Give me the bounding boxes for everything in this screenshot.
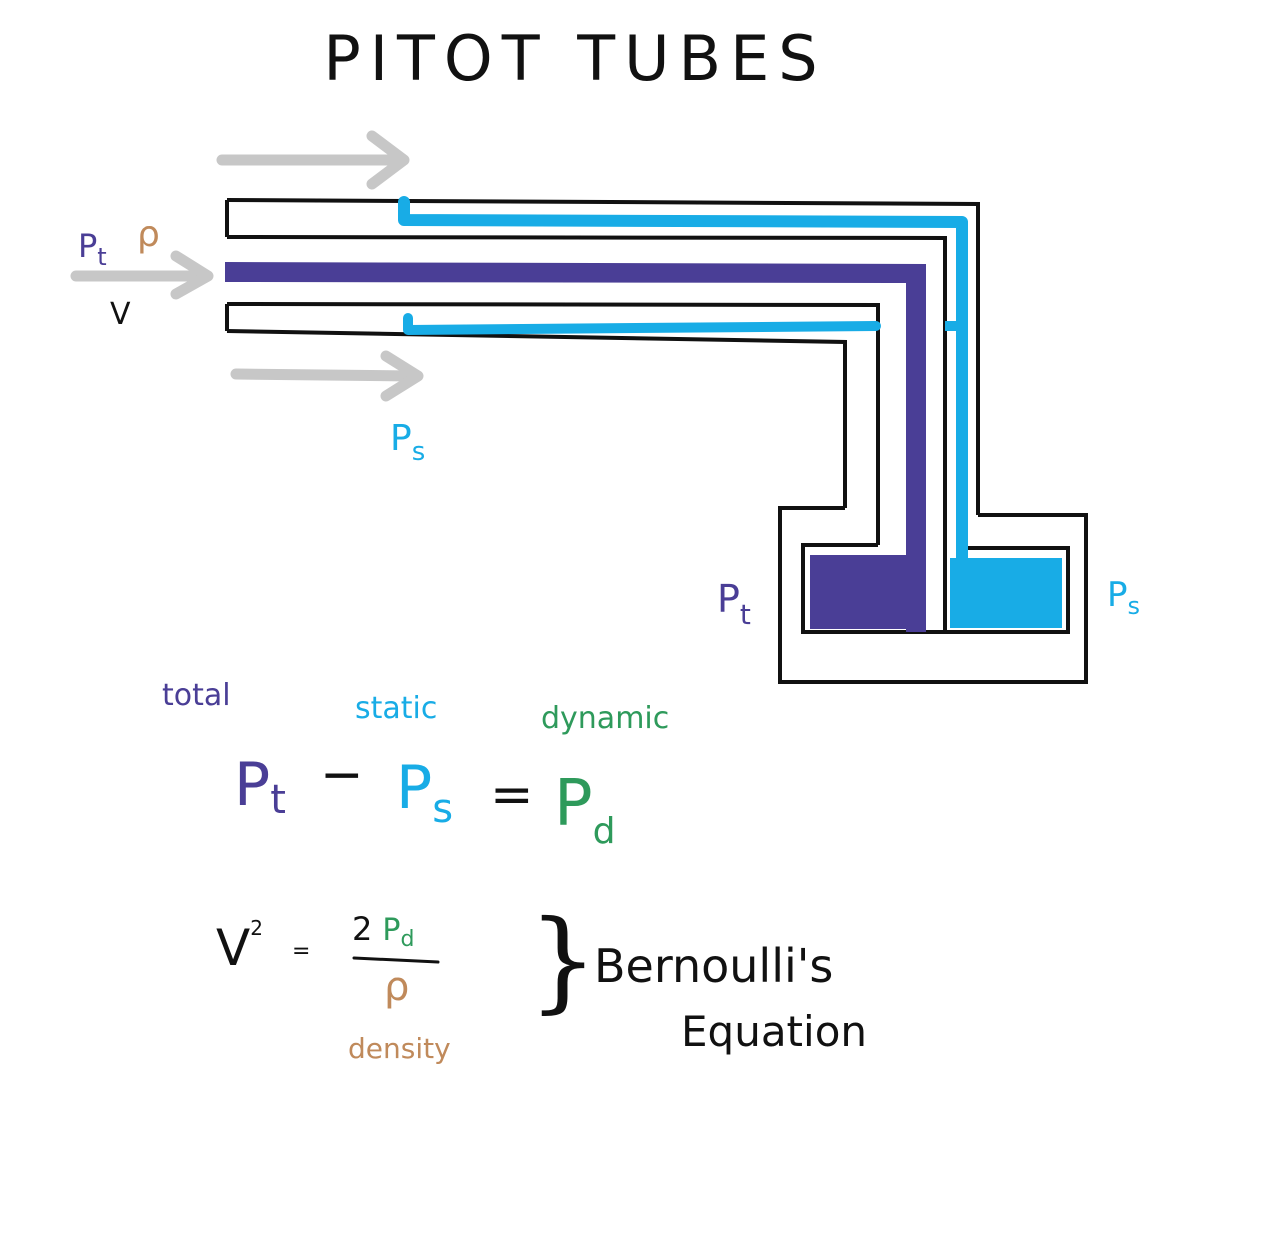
word-total: total xyxy=(162,678,231,713)
density-note: density xyxy=(348,1032,451,1065)
equation2-fraction-bar xyxy=(352,956,440,964)
inlet-total-pressure-label: Pt xyxy=(78,227,107,271)
equation2-velocity: V2 xyxy=(216,916,263,977)
equation1-dynamic-pressure: Pd xyxy=(554,767,615,852)
page-title: PITOT TUBES xyxy=(323,22,826,95)
equation1-total-pressure: Pt xyxy=(234,750,286,823)
inlet-velocity-label: V xyxy=(110,297,131,332)
equation2-equals: = xyxy=(292,939,310,964)
total-pressure-channel xyxy=(225,262,926,632)
bernoulli-label-line2: Equation xyxy=(681,1007,867,1056)
equation1-equals: = xyxy=(490,765,534,825)
equation2-denominator: ρ xyxy=(384,964,409,1010)
static-port-label: Ps xyxy=(390,418,425,467)
equation1-static-pressure: Ps xyxy=(396,753,453,832)
equation1-minus: − xyxy=(320,745,364,805)
inlet-density-label: ρ xyxy=(137,214,160,255)
flow-arrow-top xyxy=(216,130,410,190)
word-static: static xyxy=(355,691,437,726)
word-dynamic: dynamic xyxy=(541,701,669,736)
bernoulli-label-line1: Bernoulli's xyxy=(594,939,833,993)
equation2-brace: } xyxy=(528,896,598,1024)
flow-arrow-bottom xyxy=(230,350,424,402)
static-pressure-channel xyxy=(398,196,1062,628)
pitot-tube-outline xyxy=(225,198,1088,684)
flow-arrow-middle xyxy=(70,250,214,300)
gauge-static-pressure-label: Ps xyxy=(1107,575,1140,620)
gauge-total-pressure-label: Pt xyxy=(717,577,751,631)
